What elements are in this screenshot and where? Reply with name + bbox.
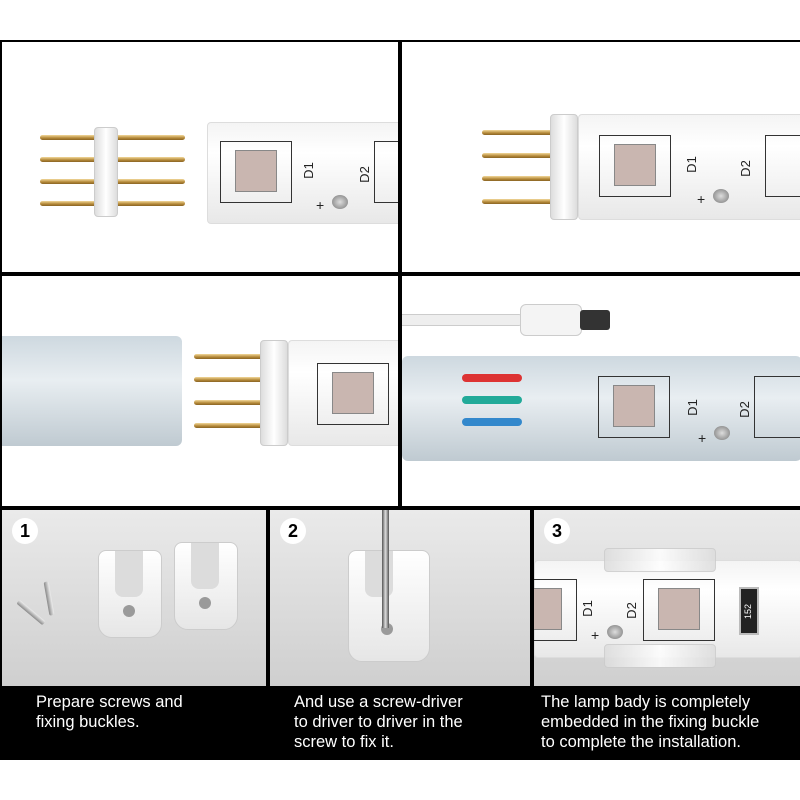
led-chip: [754, 376, 800, 438]
wire-red: [462, 374, 522, 382]
wire-blue: [462, 418, 522, 426]
panel-pins-inserted: D1 D2 +: [402, 42, 800, 272]
resistor-label: 152: [743, 603, 753, 619]
step-1-panel: 1: [2, 510, 266, 686]
led-strip: D1 D2 + 152: [534, 560, 800, 658]
led-chip: [599, 135, 671, 197]
step-3-caption: The lamp bady is completely embedded in …: [541, 692, 759, 752]
panel-cable-connector: D1 D2 +: [402, 276, 800, 506]
fixing-buckle: [98, 550, 162, 638]
plus-label: +: [591, 627, 600, 643]
d2-label: D2: [623, 602, 639, 619]
resistor: 152: [739, 587, 759, 635]
d1-label: D1: [684, 399, 700, 416]
connector-housing: [94, 127, 118, 217]
d2-label: D2: [356, 166, 372, 183]
silicone-jacket: [402, 356, 800, 461]
caption-line: to complete the installation.: [541, 733, 741, 751]
connector-pin: [482, 199, 572, 204]
caption-line: Prepare screws and: [36, 693, 183, 711]
power-cable: [402, 314, 524, 326]
fixing-buckle-top: [604, 548, 716, 572]
fixing-buckle: [348, 550, 430, 662]
step-2-caption: And use a screw-driver to driver to driv…: [294, 692, 463, 752]
led-strip: D1 D2 +: [578, 114, 800, 220]
led-chip: [534, 579, 577, 641]
caption-line: The lamp bady is completely: [541, 693, 751, 711]
fixing-buckle: [174, 542, 238, 630]
d2-label: D2: [737, 160, 753, 177]
solder-point: [713, 189, 729, 203]
solder-point: [607, 625, 623, 639]
connector-pin: [482, 130, 572, 135]
d1-label: D1: [579, 600, 595, 617]
solder-point: [714, 426, 730, 440]
step-1-caption: Prepare screws and fixing buckles.: [36, 692, 183, 732]
led-strip: [288, 340, 398, 446]
connector-pin: [194, 423, 269, 428]
caption-line: to driver to driver in the: [294, 713, 463, 731]
led-chip: [765, 135, 800, 197]
connector-housing: [260, 340, 288, 446]
led-chip: [317, 363, 389, 425]
connector-housing: [550, 114, 578, 220]
step-2-panel: 2: [270, 510, 530, 686]
caption-line: fixing buckles.: [36, 713, 140, 731]
step-number-badge: 2: [280, 518, 306, 544]
cable-plug: [520, 304, 582, 336]
wire-green: [462, 396, 522, 404]
d1-label: D1: [683, 156, 699, 173]
fixing-buckle-bottom: [604, 644, 716, 668]
screw: [16, 599, 46, 626]
plus-label: +: [316, 197, 325, 213]
silicone-jacket: [2, 336, 182, 446]
connector-pin: [482, 176, 572, 181]
plus-label: +: [697, 191, 706, 207]
led-strip: D1 D2 +: [207, 122, 398, 224]
caption-line: embedded in the fixing buckle: [541, 713, 760, 731]
plug-tip: [580, 310, 610, 330]
led-chip: [643, 579, 715, 641]
led-chip: [220, 141, 292, 203]
plus-label: +: [698, 430, 707, 446]
caption-line: screw to fix it.: [294, 733, 394, 751]
connector-pin: [194, 377, 269, 382]
panel-jacketed-strip-pins: [2, 276, 398, 506]
d2-label: D2: [736, 401, 752, 418]
d1-label: D1: [300, 162, 316, 179]
step-3-panel: 3 D1 D2 + 152: [534, 510, 800, 686]
caption-line: And use a screw-driver: [294, 693, 463, 711]
screw: [43, 581, 55, 616]
led-chip: [374, 141, 398, 203]
step-number-badge: 1: [12, 518, 38, 544]
screwdriver: [382, 510, 389, 628]
led-chip: [598, 376, 670, 438]
connector-pin: [194, 354, 269, 359]
panel-connector-pins-strip: D1 D2 +: [2, 42, 398, 272]
step-number-badge: 3: [544, 518, 570, 544]
connector-pin: [194, 400, 269, 405]
solder-point: [332, 195, 348, 209]
connector-pin: [482, 153, 572, 158]
